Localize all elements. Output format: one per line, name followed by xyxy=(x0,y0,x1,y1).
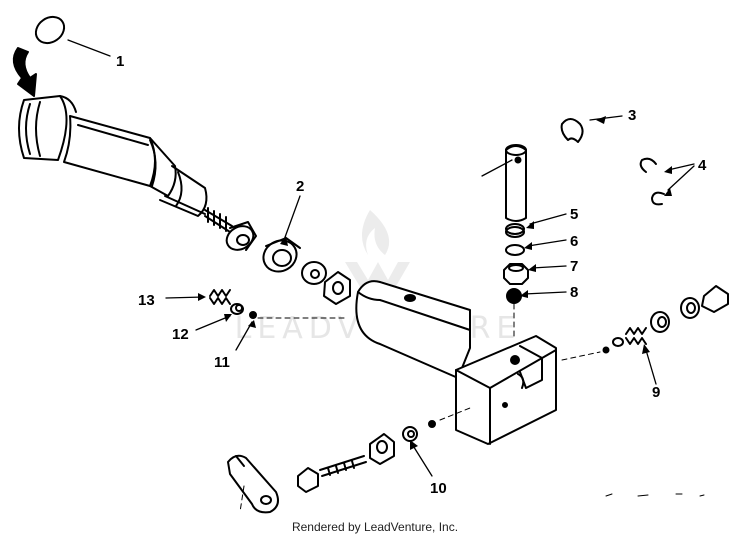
part-13-spring[interactable] xyxy=(209,289,231,305)
part-1-o-ring[interactable] xyxy=(31,12,69,49)
label-part-8[interactable]: 8 xyxy=(570,284,578,301)
part-9-cap[interactable] xyxy=(701,285,729,313)
alignment-lines xyxy=(239,303,601,513)
control-lever[interactable] xyxy=(227,454,279,514)
part-9-ball[interactable] xyxy=(602,346,610,354)
label-part-4[interactable]: 4 xyxy=(698,157,707,174)
adjusting-rod[interactable] xyxy=(319,455,367,477)
part-9-seat[interactable] xyxy=(612,337,624,347)
part-11-ball[interactable] xyxy=(249,311,257,319)
part-5-washer[interactable] xyxy=(505,223,525,238)
label-part-10[interactable]: 10 xyxy=(430,480,447,497)
part-4-snap-rings[interactable] xyxy=(639,157,665,206)
footer-credit: Rendered by LeadVenture, Inc. xyxy=(291,520,459,534)
part-2-hex-nut[interactable] xyxy=(323,271,351,305)
part-10-seat[interactable] xyxy=(402,426,418,442)
label-part-13[interactable]: 13 xyxy=(138,292,155,309)
part-12-plug[interactable] xyxy=(230,303,244,315)
part-9-washer[interactable] xyxy=(680,297,700,319)
label-part-1[interactable]: 1 xyxy=(116,53,124,70)
part-2-nut[interactable] xyxy=(222,221,257,254)
part-9-adjuster[interactable] xyxy=(650,311,670,333)
label-part-12[interactable]: 12 xyxy=(172,326,189,343)
part-8-ball[interactable] xyxy=(506,288,522,304)
label-part-3[interactable]: 3 xyxy=(628,107,636,124)
hydraulic-cylinder[interactable] xyxy=(18,95,233,233)
part-9-spring[interactable] xyxy=(625,327,647,345)
part-labels: 1 2 3 4 5 6 7 8 9 10 11 12 13 xyxy=(116,53,707,497)
scan-marks xyxy=(605,493,705,497)
label-part-9[interactable]: 9 xyxy=(652,384,660,401)
install-direction-arrow-icon xyxy=(12,47,37,97)
jam-nut[interactable] xyxy=(297,467,319,493)
valve-body[interactable] xyxy=(355,280,557,445)
part-7-nut[interactable] xyxy=(503,263,529,285)
part-3-clip[interactable] xyxy=(560,118,584,143)
label-part-5[interactable]: 5 xyxy=(570,206,578,223)
leader-lines xyxy=(67,39,695,477)
label-part-2[interactable]: 2 xyxy=(296,178,304,195)
part-10-ball[interactable] xyxy=(428,420,436,428)
label-part-7[interactable]: 7 xyxy=(570,258,578,275)
arrowheads xyxy=(198,116,672,450)
label-part-11[interactable]: 11 xyxy=(214,354,230,371)
exploded-parts-diagram: LEADVENTURE xyxy=(12,12,729,514)
part-2-bearing[interactable] xyxy=(258,235,302,278)
part-10-fitting[interactable] xyxy=(369,433,395,465)
pin[interactable] xyxy=(505,144,527,222)
label-part-6[interactable]: 6 xyxy=(570,233,578,250)
part-6-o-ring[interactable] xyxy=(505,244,525,256)
part-2-washer[interactable] xyxy=(301,261,327,285)
